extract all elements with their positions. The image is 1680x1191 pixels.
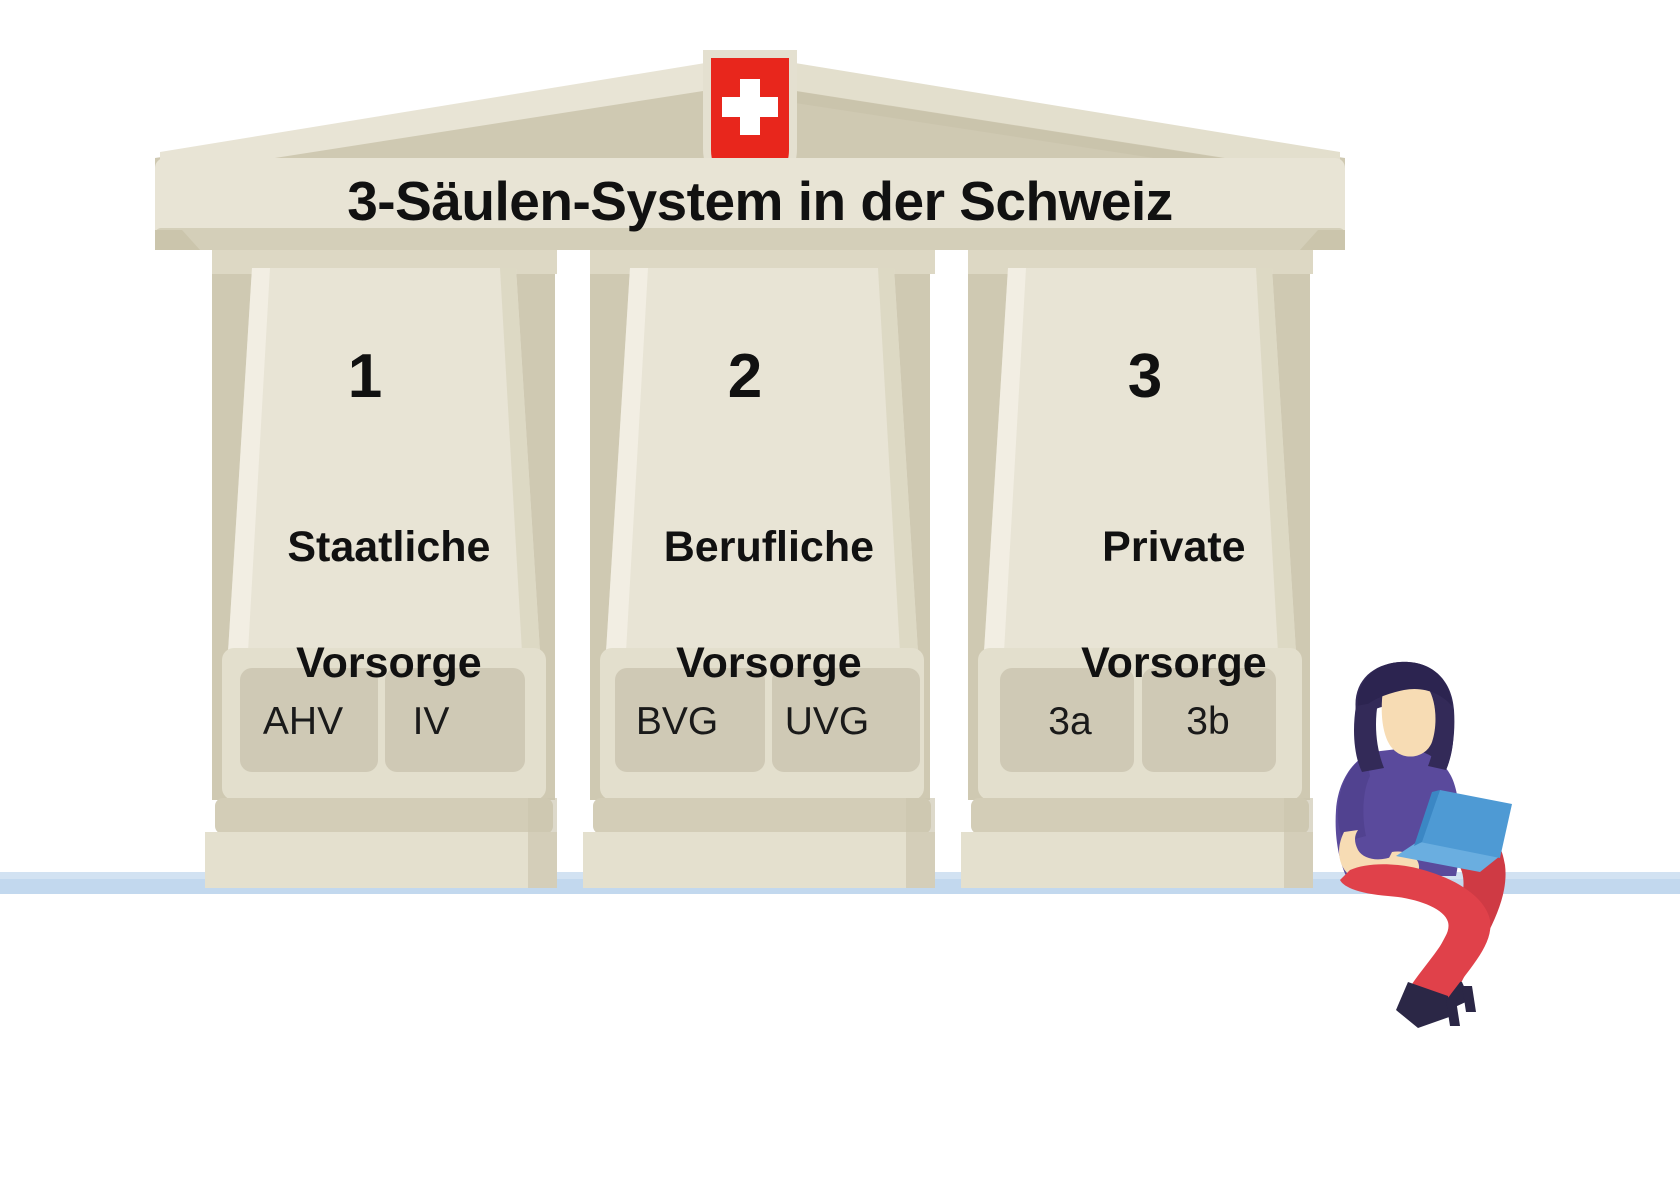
title-beam-end-right xyxy=(1300,230,1345,250)
woman-front-shoe xyxy=(1396,982,1452,1028)
woman-sleeve xyxy=(1337,756,1370,842)
pillar-2-shaft-highlight xyxy=(606,268,648,652)
pillar-1-shaft xyxy=(228,268,540,652)
pillar-1 xyxy=(205,250,557,888)
pillar-3-plinth-base xyxy=(961,832,1313,888)
pillar-3-shaft-shade xyxy=(1256,268,1296,652)
pillar-1-plinth-base xyxy=(205,832,557,888)
pillar-2-name-line1: Berufliche xyxy=(663,523,875,571)
pillar-1-shaft-shade xyxy=(500,268,540,652)
page-title: 3-Säulen-System in der Schweiz xyxy=(347,170,1173,232)
pillar-1-name-line2: Vorsorge xyxy=(296,639,482,687)
pillar-3-tag-1-chip xyxy=(1142,668,1276,772)
pillar-3-name-line1: Private xyxy=(1102,523,1246,571)
pillar-2-plinth-top xyxy=(593,798,931,834)
pillar-2 xyxy=(583,250,935,888)
laptop-base xyxy=(1396,840,1500,872)
pillar-1-plinth-top xyxy=(215,798,553,834)
pillar-2-name-line2: Vorsorge xyxy=(676,639,862,687)
pillar-3-number: 3 xyxy=(1127,342,1163,411)
woman-with-laptop-illustration xyxy=(1335,661,1512,1028)
woman-hair-side-right xyxy=(1428,702,1454,770)
pillar-2-tag-uvg: UVG xyxy=(784,700,870,743)
pediment-edge-left xyxy=(160,56,748,176)
title-beam-end-left xyxy=(155,230,200,250)
pillar-1-tag-ahv: AHV xyxy=(262,700,344,743)
pillar-2-shaft-shade xyxy=(878,268,918,652)
laptop-screen-edge xyxy=(1414,790,1440,846)
woman-hair-side-left xyxy=(1354,702,1384,772)
woman-front-leg xyxy=(1340,864,1491,998)
pillar-1-tag-iv: IV xyxy=(412,700,450,743)
pillar-3-tag-0-chip xyxy=(1000,668,1134,772)
pillar-2-tag-bvg: BVG xyxy=(635,700,719,743)
laptop-screen xyxy=(1420,790,1512,858)
pillar-3-plinth-side xyxy=(1284,798,1313,888)
pillar-2-shaft xyxy=(606,268,918,652)
pillar-1-number: 1 xyxy=(347,342,383,411)
pillar-3-tag-3b: 3b xyxy=(1186,700,1230,743)
woman-hair-front xyxy=(1357,661,1452,714)
title-beam-shadow xyxy=(155,228,1345,250)
pillar-3-shaft-highlight xyxy=(984,268,1026,652)
pillar-1-shaft-highlight xyxy=(228,268,270,652)
pillar-1-name: Staatliche Vorsorge xyxy=(205,460,525,750)
pillar-1-plinth-side xyxy=(528,798,557,888)
pillar-3-name: Private Vorsorge xyxy=(990,460,1310,750)
woman-face xyxy=(1381,677,1436,757)
pillar-3-tag-3a: 3a xyxy=(1048,700,1092,743)
pillar-2-name: Berufliche Vorsorge xyxy=(585,460,905,750)
pillar-1-tag-0-chip xyxy=(240,668,378,772)
woman-front-heel xyxy=(1446,1000,1460,1026)
pillar-3-name-line2: Vorsorge xyxy=(1081,639,1267,687)
pillar-2-plinth-side xyxy=(906,798,935,888)
title-beam xyxy=(155,158,1345,250)
pillar-1-name-line1: Staatliche xyxy=(287,523,491,571)
shield-cross xyxy=(722,79,778,135)
pillar-3-plinth-top xyxy=(971,798,1309,834)
pillar-3-shaft xyxy=(984,268,1296,652)
pillar-1-tag-1-chip xyxy=(385,668,525,772)
pillar-2-number: 2 xyxy=(727,342,763,411)
pillar-3 xyxy=(961,250,1313,888)
pillar-2-tag-1-chip xyxy=(772,668,920,772)
pillar-2-tag-0-chip xyxy=(615,668,765,772)
woman-far-heel xyxy=(1462,986,1476,1012)
pillar-2-plinth-base xyxy=(583,832,935,888)
pediment-edge-right xyxy=(752,56,1340,176)
